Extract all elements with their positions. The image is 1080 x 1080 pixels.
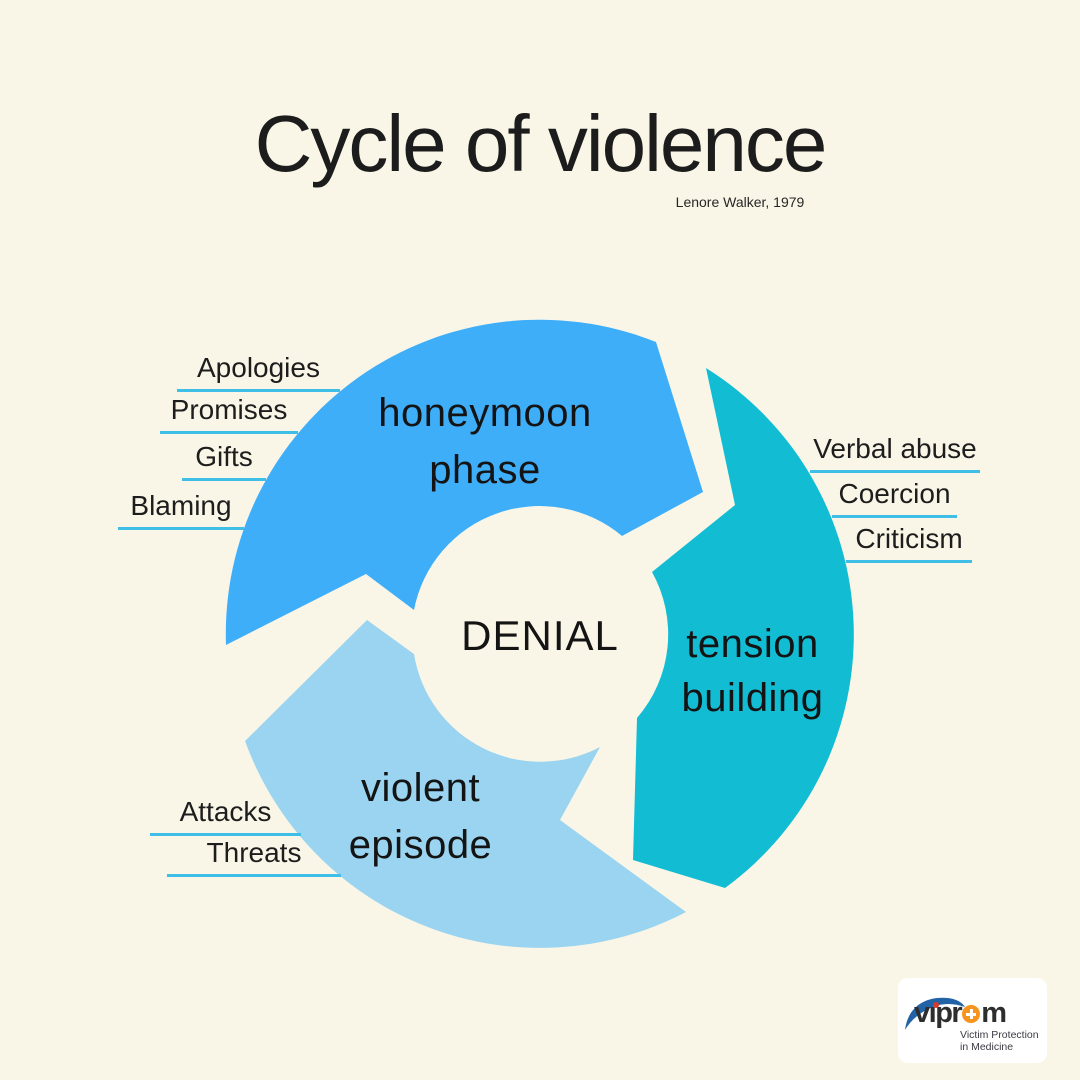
callout-criticism: Criticism (846, 522, 972, 563)
logo-swoosh-icon (905, 997, 965, 1030)
logo-swoosh-path (905, 997, 965, 1030)
logo-i-dot (933, 1002, 939, 1008)
segment-label-violent-episode: violent episode (328, 760, 513, 874)
callout-coercion: Coercion (832, 477, 957, 518)
callout-threats: Threats (167, 836, 341, 877)
callout-promises: Promises (160, 393, 298, 434)
logo-tagline-line1: Victim Protection (960, 1029, 1039, 1041)
logo-tagline-line2: in Medicine (960, 1040, 1014, 1053)
callout-gifts: Gifts (182, 440, 266, 481)
logo-plus-icon (962, 1005, 981, 1023)
logo-tagline: Victim Protection in Medicine (960, 1029, 1039, 1053)
segment-label-line: honeymoon (378, 391, 592, 435)
logo-wordmark-m: m (981, 997, 1007, 1029)
page-title: Cycle of violence (254, 99, 828, 188)
segment-label-tension-building: tension building (655, 617, 850, 725)
segment-label-line: tension (686, 622, 819, 666)
callout-verbal-abuse: Verbal abuse (810, 432, 980, 473)
segment-label-honeymoon-phase: honeymoon phase (355, 385, 615, 499)
segment-label-line: violent (360, 766, 481, 810)
callout-apologies: Apologies (177, 351, 340, 392)
segment-label-line: phase (429, 448, 541, 492)
callout-attacks: Attacks (150, 795, 301, 836)
segment-tension-building-arrow (633, 368, 854, 888)
title-attribution: Lenore Walker, 1979 (675, 194, 805, 210)
segment-label-line: episode (348, 823, 493, 867)
center-label-denial: DENIAL (461, 612, 619, 659)
callout-blaming: Blaming (118, 489, 244, 530)
segment-label-line: building (681, 676, 824, 720)
segment-violent-episode-arrow (245, 620, 686, 948)
segment-honeymoon-phase-arrow (225, 319, 703, 645)
logo-wordmark-vi: vı (914, 997, 937, 1029)
logo-wordmark-pr: pr (935, 997, 963, 1029)
